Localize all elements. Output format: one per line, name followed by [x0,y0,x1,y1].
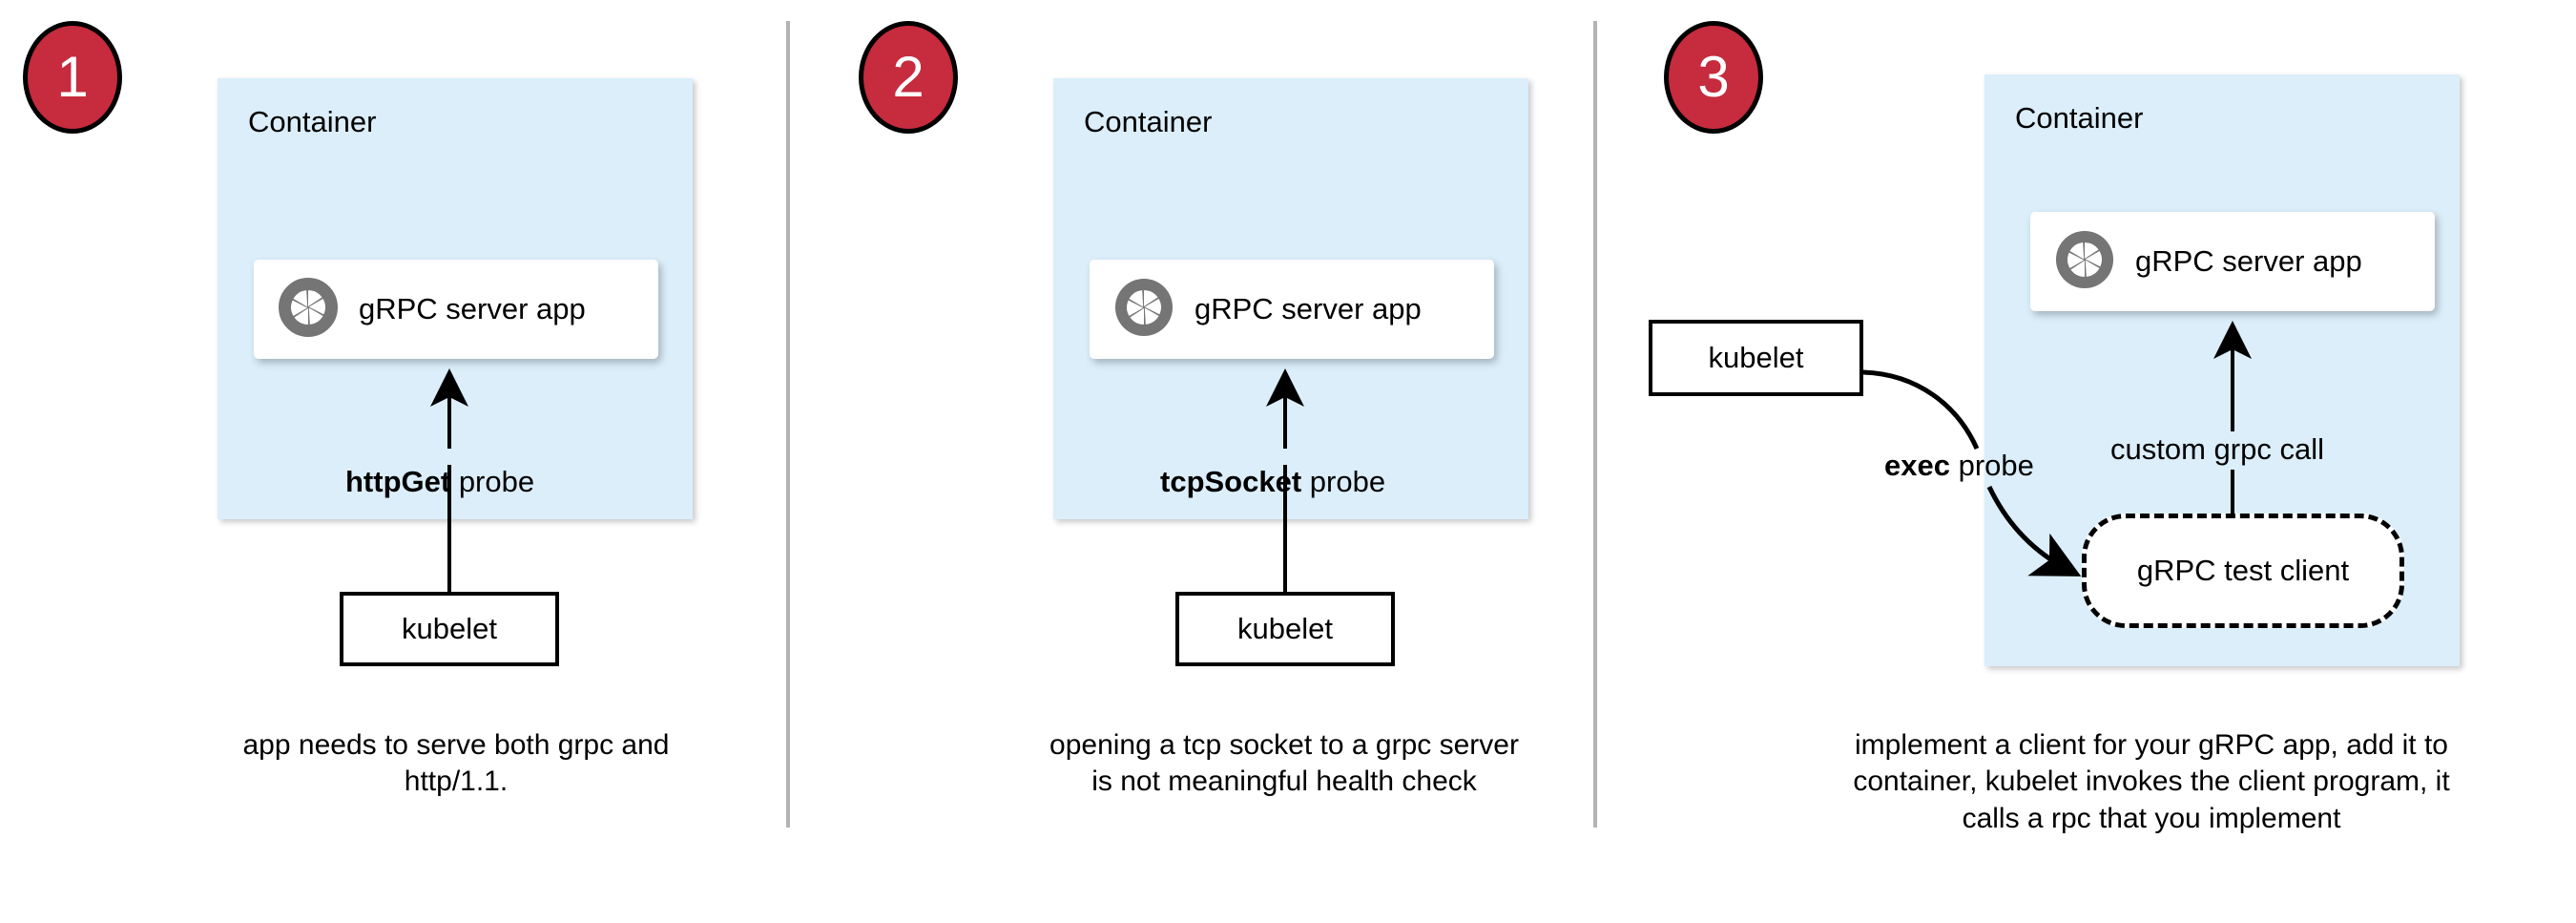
custom-grpc-call-label: custom grpc call [2110,432,2324,467]
kubelet-box-1: kubelet [340,592,559,666]
panel-caption-3-text: implement a client for your gRPC app, ad… [1853,729,2450,834]
panel-divider-2 [1593,21,1597,828]
panel-caption-2: opening a tcp socket to a grpc server is… [1046,727,1523,801]
exec-probe-label: exec probe [1884,449,2034,483]
grpc-server-app-label-2: gRPC server app [1195,292,1422,325]
grpc-logo-icon [1114,278,1174,342]
kubelet-box-2: kubelet [1175,592,1395,666]
grpc-logo-icon [2055,230,2114,294]
panel-divider-1 [786,21,790,828]
container-label-2: Container [1084,105,1213,138]
panel-caption-3: implement a client for your gRPC app, ad… [1841,727,2462,837]
step-badge-2: 2 [859,21,958,134]
httpget-probe-label-rest: probe [450,465,535,498]
step-badge-1: 1 [23,21,122,134]
kubelet-box-3: kubelet [1649,320,1863,396]
step-badge-2-number: 2 [892,45,924,109]
panel-caption-1-text: app needs to serve both grpc and http/1.… [242,729,670,798]
step-badge-1-number: 1 [56,45,89,109]
step-badge-3: 3 [1664,21,1763,134]
httpget-probe-label: httpGet probe [345,465,534,499]
tcpsocket-probe-label: tcpSocket probe [1160,465,1385,499]
container-label-3: Container [2015,101,2144,135]
kubelet-label-2: kubelet [1237,612,1333,645]
panel-caption-2-text: opening a tcp socket to a grpc server is… [1049,729,1519,798]
grpc-test-client-label: gRPC test client [2136,554,2350,587]
httpget-probe-label-bold: httpGet [345,465,451,498]
grpc-logo-icon [279,277,338,342]
grpc-server-app-card-3: gRPC server app [2030,212,2435,311]
grpc-server-app-label-1: gRPC server app [359,292,586,325]
exec-probe-label-bold: exec [1884,449,1950,482]
custom-grpc-call-text: custom grpc call [2110,432,2324,466]
grpc-test-client-box: gRPC test client [2082,514,2404,628]
tcpsocket-probe-label-bold: tcpSocket [1160,465,1302,498]
grpc-server-app-card-1: gRPC server app [254,260,658,359]
panel-caption-1: app needs to serve both grpc and http/1.… [221,727,691,801]
kubelet-label-3: kubelet [1708,341,1804,374]
tcpsocket-probe-label-rest: probe [1301,465,1386,498]
kubelet-label-1: kubelet [402,612,497,645]
exec-probe-label-rest: probe [1949,449,2034,482]
container-label-1: Container [248,105,377,138]
grpc-server-app-card-2: gRPC server app [1090,260,1494,359]
grpc-server-app-label-3: gRPC server app [2135,244,2362,278]
step-badge-3-number: 3 [1697,45,1730,109]
